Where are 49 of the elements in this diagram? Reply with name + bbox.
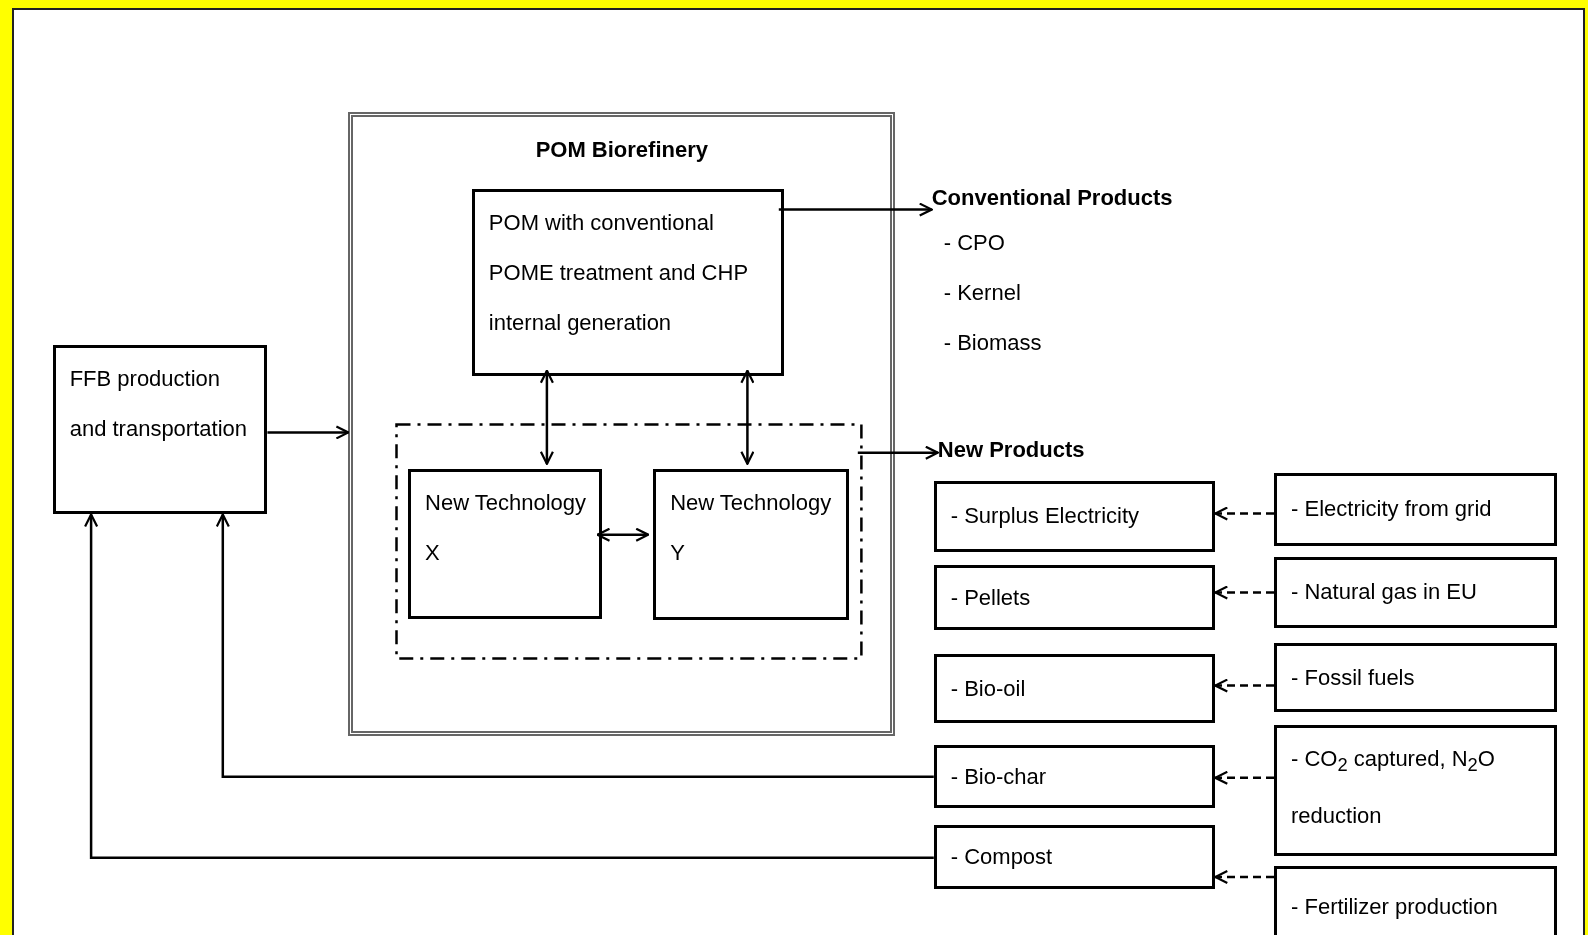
- box-text: - CO$_{2}$ captured, N$_{2}$O reduction: [1291, 745, 1496, 830]
- box-text: - Bio-char: [950, 762, 1047, 791]
- process-box: [933, 654, 1216, 724]
- product-item: - Kernel: [943, 279, 1021, 308]
- arrow: [778, 202, 933, 217]
- dashed-arrow: [1214, 585, 1274, 600]
- process-box: [1274, 557, 1557, 628]
- process-box: [933, 481, 1216, 552]
- product-heading: New Products: [937, 436, 1085, 465]
- biorefinery-container: [348, 112, 896, 737]
- process-box: [52, 345, 268, 515]
- dashed-arrow: [1214, 770, 1274, 785]
- dashed-arrow: [1214, 678, 1274, 693]
- arrow: [215, 513, 934, 779]
- process-box: [653, 468, 849, 620]
- box-text: - Natural gas in EU: [1291, 578, 1477, 607]
- box-text: FFB production and transportation: [69, 365, 248, 444]
- arrow: [84, 513, 934, 860]
- process-box: [1274, 865, 1557, 935]
- dashed-arrow: [1214, 506, 1274, 521]
- technology-group-box: [394, 423, 863, 661]
- process-box: [933, 825, 1216, 890]
- arrow: [857, 445, 939, 460]
- box-text: - Bio-oil: [950, 674, 1026, 703]
- process-box: [1274, 472, 1557, 546]
- double-arrow: [740, 369, 755, 465]
- box-text: POM with conventional POME treatment and CHP internal generation: [488, 209, 749, 338]
- double-arrow: [539, 369, 554, 465]
- box-text: - Electricity from grid: [1291, 495, 1492, 524]
- product-item: - CPO: [943, 229, 1005, 258]
- box-text: New Technology Y: [670, 488, 833, 567]
- box-text: - Fertilizer production: [1291, 892, 1498, 921]
- process-box: [933, 565, 1216, 630]
- arrow: [267, 425, 350, 440]
- process-box: [1274, 725, 1557, 856]
- process-box: [1274, 643, 1557, 712]
- product-item: - Biomass: [943, 329, 1042, 358]
- box-text: - Surplus Electricity: [950, 502, 1140, 531]
- box-text: - Compost: [950, 843, 1053, 872]
- process-box: [933, 745, 1216, 809]
- container-title: POM Biorefinery: [534, 136, 709, 165]
- box-text: - Fossil fuels: [1291, 663, 1415, 692]
- double-arrow: [596, 527, 650, 542]
- product-heading: Conventional Products: [931, 184, 1173, 213]
- box-text: New Technology X: [425, 488, 588, 567]
- process-box: [408, 468, 603, 619]
- process-box: [471, 189, 784, 376]
- dashed-arrow: [1214, 869, 1274, 885]
- box-text: - Pellets: [950, 583, 1031, 612]
